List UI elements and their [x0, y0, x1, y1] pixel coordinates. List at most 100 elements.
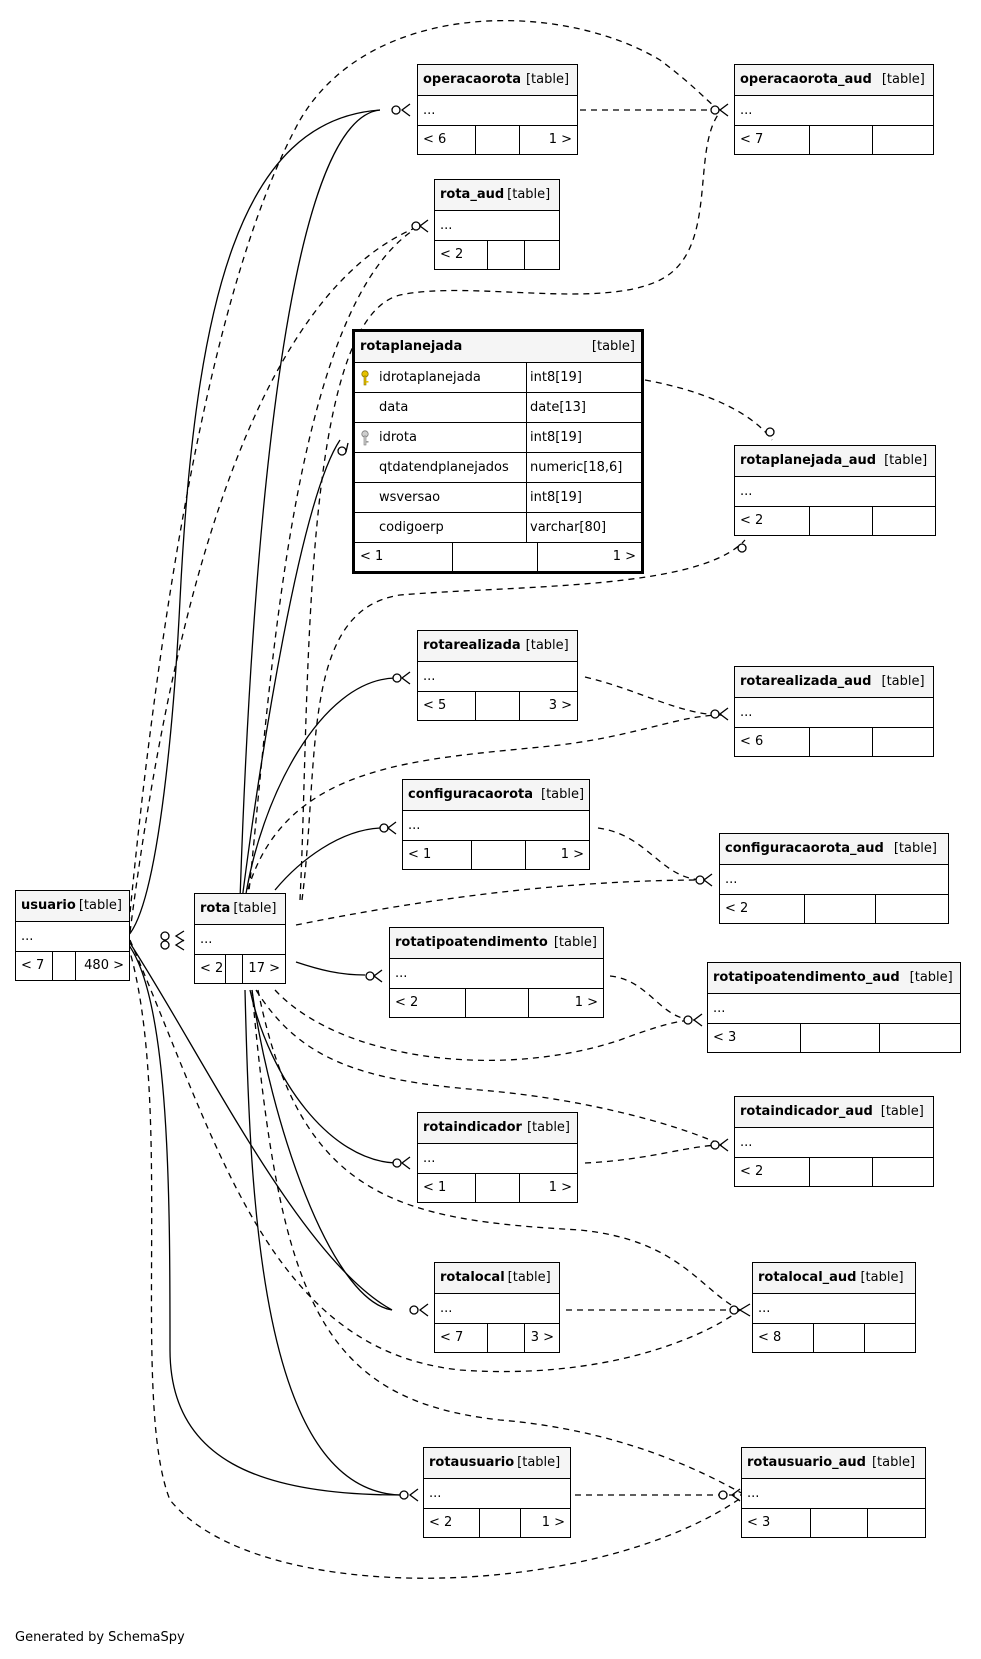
table-name[interactable]: operacaorota	[423, 72, 521, 87]
table-operacaorota[interactable]: operacaorota[table] ... < 6 1 >	[417, 64, 578, 155]
column-row[interactable]: data date[13]	[355, 393, 641, 423]
table-operacaorota-aud[interactable]: operacaorota_aud[table] ... < 7	[734, 64, 934, 155]
table-rotaplanejada-focus[interactable]: rotaplanejada[table] idrotaplanejada int…	[352, 329, 644, 574]
parents-link[interactable]: < 7	[440, 1330, 464, 1345]
table-rotaindicador[interactable]: rotaindicador[table] ... < 1 1 >	[417, 1112, 578, 1203]
table-configuracaorota-aud[interactable]: configuracaorota_aud[table] ... < 2	[719, 833, 949, 924]
table-name[interactable]: rotalocal_aud	[758, 1270, 857, 1285]
edge-rota-rotarealizada-aud	[244, 714, 723, 901]
table-type: [table]	[78, 898, 122, 913]
children-link[interactable]: 480 >	[75, 952, 129, 980]
edge-rota-rotaindicador	[249, 989, 396, 1164]
crowfoot-marker	[692, 1013, 703, 1027]
table-rotalocal-aud[interactable]: rotalocal_aud[table] ... < 8	[752, 1262, 916, 1353]
parents-link[interactable]: < 7	[21, 958, 45, 973]
crowfoot-marker	[400, 103, 411, 117]
table-footer: < 2	[735, 507, 935, 535]
table-rotausuario[interactable]: rotausuario[table] ... < 2 1 >	[423, 1447, 571, 1538]
table-name[interactable]: operacaorota_aud	[740, 72, 872, 87]
children-link[interactable]: 1 >	[525, 841, 589, 869]
table-usuario[interactable]: usuario[table] ... < 7 480 >	[15, 890, 130, 981]
column-row[interactable]: wsversao int8[19]	[355, 483, 641, 513]
column-type: date[13]	[530, 400, 586, 415]
table-rotatipoatendimento-aud[interactable]: rotatipoatendimento_aud[table] ... < 3	[707, 962, 961, 1053]
table-name[interactable]: rotausuario_aud	[747, 1455, 866, 1470]
table-footer: < 1 1 >	[418, 1174, 577, 1202]
column-row[interactable]: idrotaplanejada int8[19]	[355, 363, 641, 393]
table-name[interactable]: configuracaorota_aud	[725, 841, 884, 856]
columns-ellipsis: ...	[435, 211, 559, 241]
parents-link[interactable]: < 2	[395, 995, 419, 1010]
table-name[interactable]: rotatipoatendimento_aud	[713, 970, 900, 985]
parents-link[interactable]: < 2	[725, 901, 749, 916]
children-link[interactable]: 3 >	[524, 1324, 559, 1352]
column-type: int8[19]	[530, 430, 582, 445]
parents-link[interactable]: < 2	[440, 247, 464, 262]
rows-count	[52, 952, 75, 980]
children-link	[524, 241, 559, 269]
parents-link[interactable]: < 3	[713, 1030, 737, 1045]
parents-link[interactable]: < 6	[740, 734, 764, 749]
marker-circle	[710, 709, 720, 719]
columns-ellipsis: ...	[435, 1294, 559, 1324]
edge-usuario-operacaorota-aud	[127, 19, 721, 935]
crowfoot-marker	[730, 1488, 741, 1502]
column-row[interactable]: idrota int8[19]	[355, 423, 641, 453]
edge-rota-rotalocal	[251, 989, 393, 1311]
crowfoot-marker	[418, 1303, 429, 1317]
table-name[interactable]: rotatipoatendimento	[395, 935, 548, 950]
parents-link[interactable]: < 2	[740, 1164, 764, 1179]
table-rotalocal[interactable]: rotalocal[table] ... < 7 3 >	[434, 1262, 560, 1353]
parents-link[interactable]: < 7	[740, 132, 764, 147]
children-link[interactable]: 1 >	[519, 1174, 577, 1202]
column-name: codigoerp	[379, 520, 444, 535]
parents-link[interactable]: < 6	[423, 132, 447, 147]
children-link[interactable]: 1 >	[528, 989, 603, 1017]
columns-ellipsis: ...	[720, 865, 948, 895]
parents-link[interactable]: < 1	[408, 847, 432, 862]
table-rotarealizada-aud[interactable]: rotarealizada_aud[table] ... < 6	[734, 666, 934, 757]
parents-link[interactable]: < 2	[740, 513, 764, 528]
table-rotaindicador-aud[interactable]: rotaindicador_aud[table] ... < 2	[734, 1096, 934, 1187]
table-name[interactable]: configuracaorota	[408, 787, 534, 802]
parents-link[interactable]: < 1	[360, 549, 384, 564]
column-row[interactable]: qtdatendplanejados numeric[18,6]	[355, 453, 641, 483]
children-link	[867, 1509, 925, 1537]
table-rotarealizada[interactable]: rotarealizada[table] ... < 5 3 >	[417, 630, 578, 721]
table-name[interactable]: rotausuario	[429, 1455, 515, 1470]
table-rota[interactable]: rota[table] ... < 2 17 >	[194, 893, 286, 984]
table-name[interactable]: rotaplanejada	[360, 339, 463, 354]
parents-link[interactable]: < 8	[758, 1330, 782, 1345]
table-name[interactable]: rotaindicador_aud	[740, 1104, 873, 1119]
table-name[interactable]: rotalocal	[440, 1270, 505, 1285]
children-link[interactable]: 1 >	[519, 126, 577, 154]
table-name[interactable]: rotaindicador	[423, 1120, 522, 1135]
parents-link[interactable]: < 2	[429, 1515, 453, 1530]
column-row[interactable]: codigoerp varchar[80]	[355, 513, 641, 543]
children-link[interactable]: 1 >	[520, 1509, 570, 1537]
parents-link[interactable]: < 3	[747, 1515, 771, 1530]
table-name[interactable]: rotarealizada_aud	[740, 674, 872, 689]
table-rotaplanejada-aud[interactable]: rotaplanejada_aud[table] ... < 2	[734, 445, 936, 536]
children-link[interactable]: 1 >	[537, 543, 641, 571]
parents-link[interactable]: < 2	[200, 961, 224, 976]
table-footer: < 1 1 >	[355, 543, 641, 571]
table-configuracaorota[interactable]: configuracaorota[table] ... < 1 1 >	[402, 779, 590, 870]
table-rotatipoatendimento[interactable]: rotatipoatendimento[table] ... < 2 1 >	[389, 927, 604, 1018]
table-name[interactable]: rota	[200, 901, 231, 916]
children-link	[872, 126, 933, 154]
table-rotausuario-aud[interactable]: rotausuario_aud[table] ... < 3	[741, 1447, 926, 1538]
columns-ellipsis: ...	[418, 1144, 577, 1174]
parents-link[interactable]: < 5	[423, 698, 447, 713]
table-name[interactable]: rotaplanejada_aud	[740, 453, 877, 468]
rows-count	[800, 1024, 879, 1052]
table-rota-aud[interactable]: rota_aud[table] ... < 2	[434, 179, 560, 270]
table-name[interactable]: rota_aud	[440, 187, 505, 202]
children-link[interactable]: 3 >	[519, 692, 577, 720]
parents-link[interactable]: < 1	[423, 1180, 447, 1195]
primary-key-icon	[361, 370, 369, 386]
children-link[interactable]: 17 >	[242, 955, 285, 983]
edge-rota-rotarealizada	[244, 677, 396, 901]
table-name[interactable]: rotarealizada	[423, 638, 521, 653]
table-name[interactable]: usuario	[21, 898, 76, 913]
